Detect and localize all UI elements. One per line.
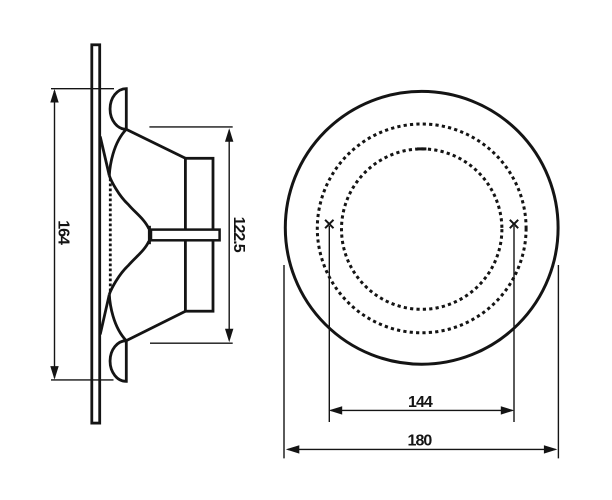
svg-text:122.5: 122.5 bbox=[230, 217, 247, 253]
svg-text:144: 144 bbox=[408, 394, 433, 411]
svg-text:164: 164 bbox=[55, 220, 72, 245]
svg-text:180: 180 bbox=[408, 432, 433, 449]
